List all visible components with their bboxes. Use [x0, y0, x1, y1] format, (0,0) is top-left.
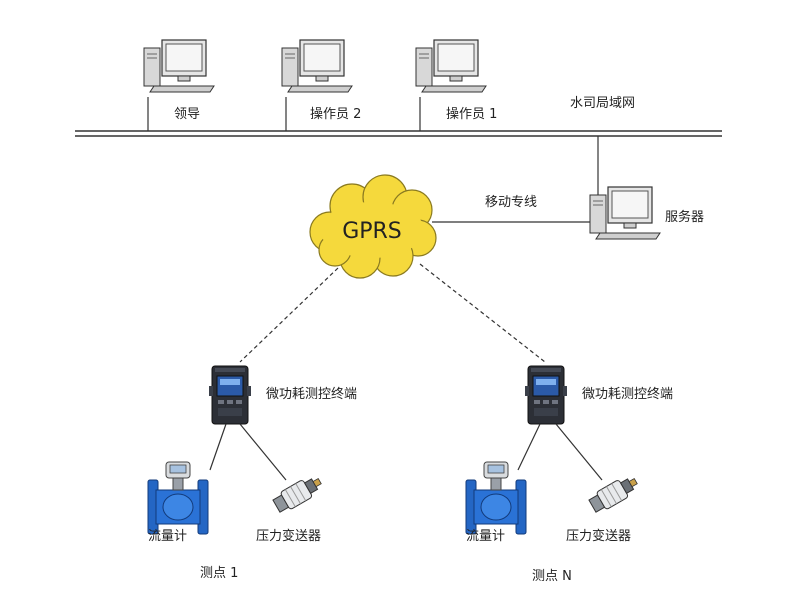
- workstation-operator-2: 操作员 2: [281, 39, 361, 122]
- pressure-transmitter-icon: [586, 471, 642, 516]
- pressure-label: 压力变送器: [566, 528, 631, 544]
- workstation-label: 操作员 2: [310, 106, 361, 122]
- workstation-label: 操作员 1: [446, 106, 497, 122]
- flowmeter-label: 流量计: [466, 529, 505, 544]
- terminal-icon: [524, 365, 568, 425]
- gprs-cloud: GPRS: [309, 174, 437, 279]
- flowmeter-icon: [465, 461, 527, 535]
- lan-bus: [75, 130, 722, 137]
- gprs-label: GPRS: [342, 219, 402, 244]
- workstation-operator-1: 操作员 1: [415, 39, 497, 122]
- computer-icon: [281, 39, 353, 93]
- lan-drop-lines: [147, 97, 421, 131]
- pressure-label: 压力变送器: [256, 528, 321, 544]
- pressure-transmitter-icon: [270, 471, 326, 516]
- server-label: 服务器: [665, 209, 704, 225]
- server-icon: [589, 186, 661, 240]
- terminal-label: 微功耗测控终端: [582, 386, 673, 402]
- terminal-icon: [208, 365, 252, 425]
- flowmeter-label: 流量计: [148, 529, 187, 544]
- site-label: 测点 1: [200, 566, 238, 581]
- site-label: 测点 N: [532, 569, 572, 584]
- computer-icon: [143, 39, 215, 93]
- workstation-label: 领导: [174, 107, 200, 122]
- server: 服务器: [589, 186, 704, 240]
- lan-label: 水司局域网: [570, 96, 635, 111]
- flowmeter-icon: [147, 461, 209, 535]
- site-n: 微功耗测控终端 流量计 压力变送器 测点 N: [465, 365, 673, 584]
- site-1: 微功耗测控终端 流量计 压力变送器 测点 1: [147, 365, 357, 581]
- terminal-label: 微功耗测控终端: [266, 386, 357, 402]
- workstation-leader: 领导: [143, 39, 215, 122]
- gprs-wireless-links: [239, 263, 546, 363]
- dedicated-line-label: 移动专线: [485, 195, 537, 210]
- computer-icon: [415, 39, 487, 93]
